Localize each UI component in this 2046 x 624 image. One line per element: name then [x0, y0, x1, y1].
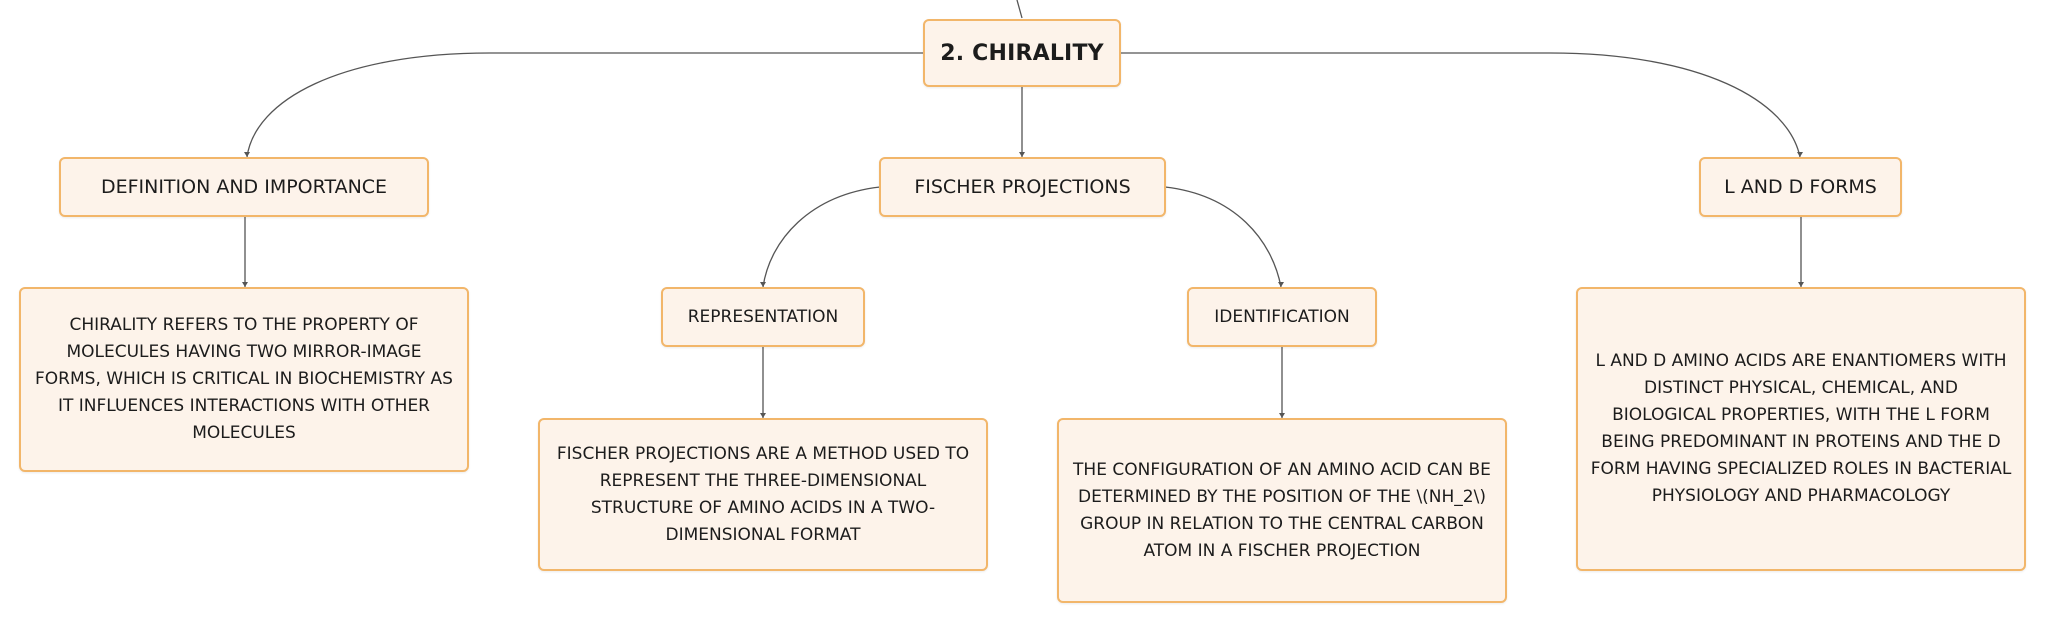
definition-detail-text: CHIRALITY REFERS TO THE PROPERTY OF MOLE… [35, 315, 453, 443]
arrowhead-definition-detail [242, 282, 248, 287]
connector-fischer-identification [1164, 186, 1282, 288]
representation-node-label: REPRESENTATION [687, 307, 839, 327]
identification-node-label: IDENTIFICATION [1214, 307, 1350, 327]
definition-node[interactable]: DEFINITION AND IMPORTANCE [59, 157, 429, 217]
identification-detail-text: THE CONFIGURATION OF AN AMINO ACID CAN B… [1073, 459, 1491, 561]
arrowhead-identification-detail [1279, 413, 1285, 418]
arrowhead-representation [760, 282, 766, 287]
definition-node-label: DEFINITION AND IMPORTANCE [100, 176, 388, 198]
identification-node[interactable]: IDENTIFICATION [1187, 287, 1377, 347]
connector-root-definition [246, 52, 925, 158]
identification-detail-node[interactable]: THE CONFIGURATION OF AN AMINO ACID CAN B… [1057, 418, 1507, 603]
root-node[interactable]: 2. CHIRALITY [923, 19, 1121, 87]
connector-fischer-representation [762, 186, 881, 288]
connector-parent-root [1016, 0, 1023, 19]
fischer-node-label: FISCHER PROJECTIONS [914, 176, 1131, 198]
connector-root-ld [1120, 52, 1801, 158]
arrowhead-identification [1278, 282, 1284, 287]
representation-detail-node[interactable]: FISCHER PROJECTIONS ARE A METHOD USED TO… [538, 418, 988, 571]
definition-detail-node[interactable]: CHIRALITY REFERS TO THE PROPERTY OF MOLE… [19, 287, 469, 472]
ld-detail-text: L AND D AMINO ACIDS ARE ENANTIOMERS WITH… [1590, 351, 2012, 506]
ld-forms-node[interactable]: L AND D FORMS [1699, 157, 1902, 217]
representation-node[interactable]: REPRESENTATION [661, 287, 865, 347]
ld-forms-node-label: L AND D FORMS [1724, 176, 1877, 198]
arrowhead-definition [244, 152, 250, 157]
arrowhead-ld-detail [1798, 282, 1804, 287]
representation-detail-text: FISCHER PROJECTIONS ARE A METHOD USED TO… [556, 443, 970, 545]
root-node-label: 2. CHIRALITY [940, 40, 1104, 66]
arrowhead-ld [1797, 152, 1803, 157]
fischer-node[interactable]: FISCHER PROJECTIONS [879, 157, 1166, 217]
arrowhead-representation-detail [760, 413, 766, 418]
arrowhead-fischer [1019, 152, 1025, 157]
ld-detail-node[interactable]: L AND D AMINO ACIDS ARE ENANTIOMERS WITH… [1576, 287, 2026, 571]
